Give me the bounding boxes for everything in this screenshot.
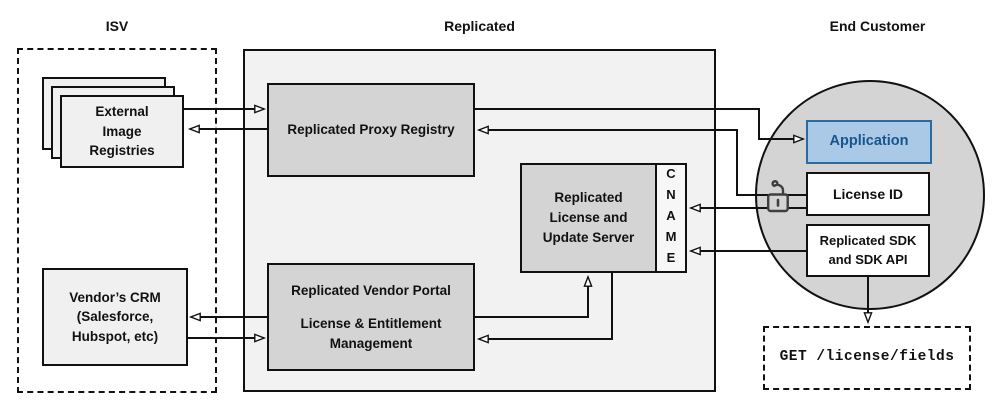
vendor-crm-box: Vendor’s CRM (Salesforce, Hubspot, etc) — [42, 268, 188, 366]
license-update-server-label: Replicated License and Update Server — [542, 189, 635, 246]
cname-label: CNAME — [663, 165, 679, 271]
replicated-sdk-box: Replicated SDK and SDK API — [806, 224, 930, 277]
cname-strip: CNAME — [655, 165, 685, 271]
isv-container — [17, 48, 217, 393]
license-id-box: License ID — [806, 172, 930, 216]
get-license-fields-box: GET /license/fields — [763, 326, 971, 390]
replicated-license-update-server-box: Replicated License and Update Server CNA… — [520, 163, 687, 273]
replicated-proxy-registry-box: Replicated Proxy Registry — [267, 83, 475, 177]
isv-section-header: ISV — [105, 18, 129, 34]
replicated-section-header: Replicated — [444, 18, 515, 34]
external-image-registries-box: External Image Registries — [60, 95, 184, 168]
replicated-vendor-portal-box: Replicated Vendor Portal License & Entit… — [267, 263, 475, 371]
application-box: Application — [806, 120, 932, 164]
vendor-portal-subtitle: License & Entitlement Management — [300, 316, 442, 351]
end-customer-section-header: End Customer — [829, 18, 926, 34]
vendor-portal-title: Replicated Vendor Portal — [291, 282, 451, 298]
unlock-icon — [766, 180, 789, 213]
